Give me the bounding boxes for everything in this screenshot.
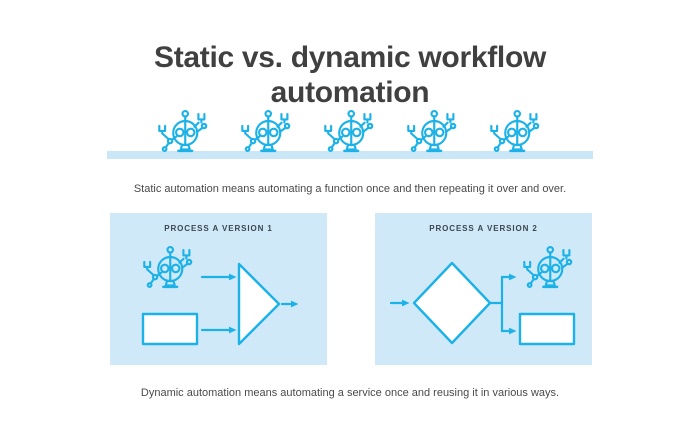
robot-icon — [487, 108, 545, 158]
diagram-dynamic-process — [389, 245, 576, 346]
arrow-input-to-diamond — [389, 299, 410, 307]
decision-diamond — [412, 261, 492, 345]
robot-row — [0, 108, 700, 158]
robot-icon — [143, 245, 193, 289]
robot-icon — [523, 245, 573, 289]
panel-2-header: PROCESS A VERSION 2 — [429, 224, 538, 233]
branch-connector — [488, 275, 504, 333]
robot-icon — [404, 108, 462, 158]
output-box — [518, 312, 576, 346]
robot-icon — [321, 108, 379, 158]
panel-1-header: PROCESS A VERSION 1 — [164, 224, 273, 233]
arrow-box-to-triangle — [200, 326, 237, 334]
caption-static: Static automation means automating a fun… — [133, 183, 567, 195]
panel-process-version-2: PROCESS A VERSION 2 — [375, 213, 592, 365]
input-box — [141, 312, 199, 346]
caption-dynamic: Dynamic automation means automating a se… — [140, 387, 560, 399]
arrow-branch-to-robot — [500, 273, 517, 281]
robot-icon — [238, 108, 296, 158]
arrow-robot-to-triangle — [200, 273, 237, 281]
page-title: Static vs. dynamic workflow automation — [153, 41, 547, 110]
shelf-bar — [107, 151, 593, 159]
merge-triangle — [237, 262, 281, 346]
diagram-static-process — [141, 245, 299, 346]
robot-icon — [155, 108, 213, 158]
arrow-triangle-output — [280, 300, 299, 308]
arrow-branch-to-box — [500, 327, 517, 335]
panel-process-version-1: PROCESS A VERSION 1 — [110, 213, 327, 365]
